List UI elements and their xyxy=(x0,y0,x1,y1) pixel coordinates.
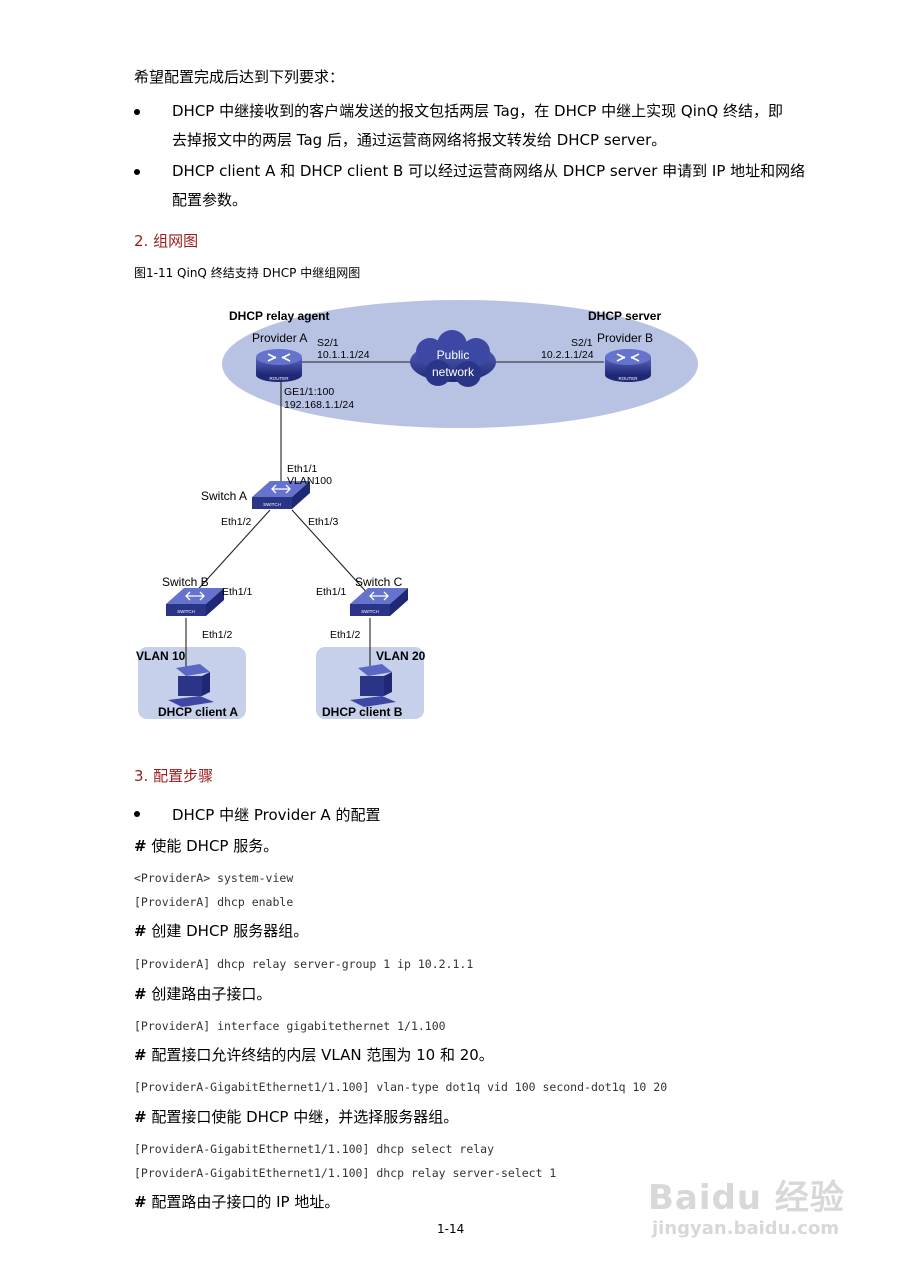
label-sb-eth12: Eth1/2 xyxy=(202,629,233,641)
code-line-4: [ProviderA] interface gigabitethernet 1/… xyxy=(134,1019,446,1033)
bullet-1-line1: DHCP 中继接收到的客户端发送的报文包括两层 Tag，在 DHCP 中继上实现… xyxy=(172,102,783,120)
links xyxy=(185,361,604,668)
label-pa-s21: S2/1 xyxy=(317,337,339,349)
label-sa-eth13: Eth1/3 xyxy=(308,516,339,528)
network-diagram: Public network ROUTER ROUTER SWITCH SWIT… xyxy=(136,300,698,719)
label-sa-eth11: Eth1/1 xyxy=(287,463,318,475)
label-provider-b: Provider B xyxy=(597,331,653,345)
step-6: # 配置路由子接口的 IP 地址。 xyxy=(134,1191,339,1212)
label-pb-s21: S2/1 xyxy=(571,337,593,349)
switch-a-tag: SWITCH xyxy=(263,502,281,507)
step-5-text: 配置接口使能 DHCP 中继，并选择服务器组。 xyxy=(146,1108,459,1126)
label-dhcp-server: DHCP server xyxy=(588,309,661,323)
switch-b-tag: SWITCH xyxy=(177,609,195,614)
label-switch-c: Switch C xyxy=(355,575,403,589)
pc-client-b-icon xyxy=(350,664,396,707)
bullet-dot xyxy=(134,811,140,817)
bullet-2-line1: DHCP client A 和 DHCP client B 可以经过运营商网络从… xyxy=(172,162,806,180)
label-pb-ip: 10.2.1.1/24 xyxy=(541,349,594,361)
step-4-text: 配置接口允许终结的内层 VLAN 范围为 10 和 20。 xyxy=(146,1046,494,1064)
router-provider-a-icon xyxy=(256,349,302,382)
label-ge-ip: 192.168.1.1/24 xyxy=(284,399,354,411)
step-3: # 创建路由子接口。 xyxy=(134,983,271,1004)
label-client-a: DHCP client A xyxy=(158,705,238,719)
bullet-dot xyxy=(134,169,140,175)
hash-mark: # xyxy=(134,985,147,1003)
section-heading-network: 2. 组网图 xyxy=(134,232,199,250)
code-line-6: [ProviderA-GigabitEthernet1/1.100] dhcp … xyxy=(134,1142,495,1156)
label-switch-b: Switch B xyxy=(162,575,209,589)
hash-mark: # xyxy=(134,1193,147,1211)
page-number: 1-14 xyxy=(437,1222,465,1236)
router-b-tag: ROUTER xyxy=(619,376,639,381)
label-dhcp-relay-agent: DHCP relay agent xyxy=(229,309,329,323)
router-provider-b-icon xyxy=(605,349,651,382)
code-line-7: [ProviderA-GigabitEthernet1/1.100] dhcp … xyxy=(134,1166,557,1180)
label-vlan10: VLAN 10 xyxy=(136,649,186,663)
label-ge-if: GE1/1:100 xyxy=(284,386,334,398)
router-a-tag: ROUTER xyxy=(270,376,290,381)
link-sa-sb xyxy=(191,509,271,597)
section-heading-steps: 3. 配置步骤 xyxy=(134,767,214,785)
label-sa-eth12: Eth1/2 xyxy=(221,516,252,528)
intro-text: 希望配置完成后达到下列要求： xyxy=(134,68,345,86)
code-line-1: <ProviderA> system-view xyxy=(134,871,294,885)
watermark-logo: Baidu 经验 xyxy=(648,1178,845,1218)
cloud-label-line2: network xyxy=(432,365,475,379)
switch-b-icon xyxy=(166,588,224,616)
step-4: # 配置接口允许终结的内层 VLAN 范围为 10 和 20。 xyxy=(134,1044,494,1065)
step-2-text: 创建 DHCP 服务器组。 xyxy=(146,922,309,940)
label-sc-eth11: Eth1/1 xyxy=(316,586,347,598)
public-network-cloud xyxy=(410,330,496,387)
hash-mark: # xyxy=(134,922,147,940)
step-6-text: 配置路由子接口的 IP 地址。 xyxy=(146,1193,340,1211)
hash-mark: # xyxy=(134,837,147,855)
bullet-dot xyxy=(134,109,140,115)
label-sa-vlan: VLAN100 xyxy=(287,475,332,487)
bullet-1-line2: 去掉报文中的两层 Tag 后，通过运营商网络将报文转发给 DHCP server… xyxy=(172,131,667,149)
step-3-text: 创建路由子接口。 xyxy=(146,985,272,1003)
switch-a-icon xyxy=(252,481,310,509)
bullet-2-line2: 配置参数。 xyxy=(172,191,248,209)
link-sa-sc xyxy=(291,509,371,597)
code-line-5: [ProviderA-GigabitEthernet1/1.100] vlan-… xyxy=(134,1080,668,1094)
label-sb-eth11: Eth1/1 xyxy=(222,586,253,598)
figure-caption: 图1-11 QinQ 终结支持 DHCP 中继组网图 xyxy=(134,266,361,280)
cloud-label-line1: Public xyxy=(437,348,470,362)
switch-c-tag: SWITCH xyxy=(361,609,379,614)
watermark-url: jingyan.baidu.com xyxy=(652,1218,840,1239)
label-provider-a: Provider A xyxy=(252,331,307,345)
label-pa-ip: 10.1.1.1/24 xyxy=(317,349,370,361)
step-1: # 使能 DHCP 服务。 xyxy=(134,835,278,856)
step-1-text: 使能 DHCP 服务。 xyxy=(146,837,279,855)
pc-client-a-icon xyxy=(168,664,214,707)
hash-mark: # xyxy=(134,1108,147,1126)
step-2: # 创建 DHCP 服务器组。 xyxy=(134,920,308,941)
label-vlan20: VLAN 20 xyxy=(376,649,426,663)
step-bullet-provider-a: DHCP 中继 Provider A 的配置 xyxy=(172,806,381,824)
hash-mark: # xyxy=(134,1046,147,1064)
code-line-2: [ProviderA] dhcp enable xyxy=(134,895,294,909)
label-switch-a: Switch A xyxy=(201,489,247,503)
step-5: # 配置接口使能 DHCP 中继，并选择服务器组。 xyxy=(134,1106,458,1127)
code-line-3: [ProviderA] dhcp relay server-group 1 ip… xyxy=(134,957,474,971)
switch-c-icon xyxy=(350,588,408,616)
label-sc-eth12: Eth1/2 xyxy=(330,629,361,641)
label-client-b: DHCP client B xyxy=(322,705,403,719)
